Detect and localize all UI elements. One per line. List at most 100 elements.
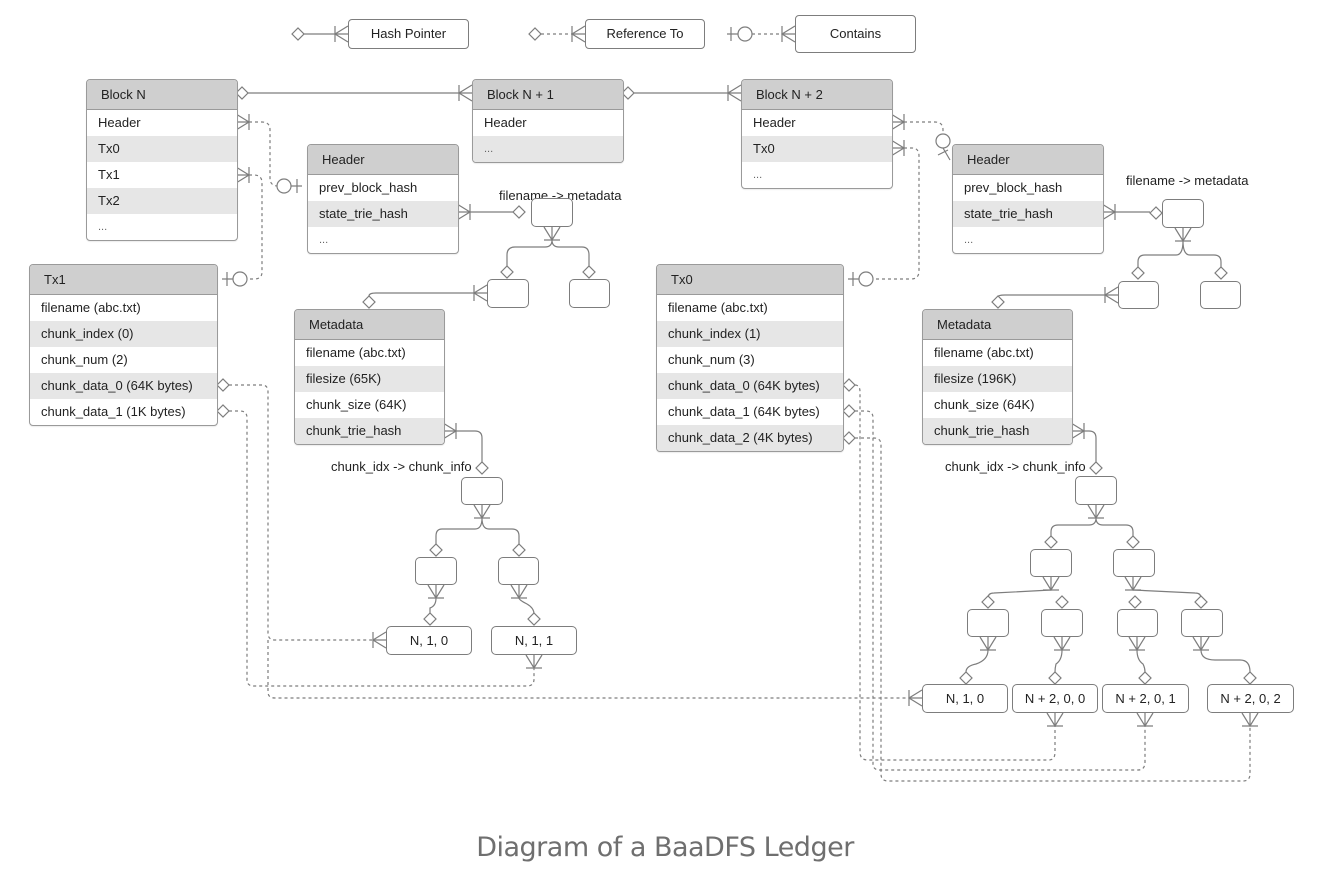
tx0-row-filename: filename (abc.txt) [668, 300, 768, 315]
bar-end-icon [937, 147, 951, 161]
crows-foot-icon [427, 584, 445, 600]
chunk-trie-node-left-b [498, 557, 539, 585]
state-trie-label-right: filename -> metadata [1126, 173, 1249, 188]
tx1-row-chunk-num: chunk_num (2) [41, 352, 128, 367]
tx0-row-chunk-data-1: chunk_data_1 (64K bytes) [668, 404, 820, 419]
chunk-leaf-left-1: N, 1, 1 [491, 626, 577, 655]
solid-connector [368, 292, 474, 297]
chunk-trie-node-right-f [1181, 609, 1223, 637]
circle-end-icon [232, 271, 248, 287]
chunk-trie-node-right-a [1030, 549, 1072, 577]
legend-hash-pointer: Hash Pointer [348, 19, 469, 49]
header-right-title: Header [953, 145, 1103, 175]
solid-connector [987, 589, 1052, 599]
metadata-right-row-chunk-size: chunk_size (64K) [934, 397, 1035, 412]
block-n2-row-header: Header [753, 115, 796, 130]
tx0-row-chunk-data-0: chunk_data_0 (64K bytes) [657, 373, 843, 399]
metadata-right-row-chunk-trie: chunk_trie_hash [923, 418, 1072, 444]
tx0-title: Tx0 [657, 265, 843, 295]
dashed-connector [229, 410, 535, 687]
legend-hash-crowfoot-icon [333, 25, 349, 43]
solid-connector [965, 649, 989, 673]
crows-foot-icon [1103, 286, 1119, 304]
state-trie-node-right-a [1118, 281, 1159, 309]
legend-contains: Contains [795, 15, 916, 53]
dashed-connector [904, 121, 944, 134]
crows-foot-icon [979, 636, 997, 652]
diamond-end-icon [1089, 461, 1103, 475]
dashed-connector [855, 437, 1251, 782]
diamond-end-icon [582, 265, 596, 279]
diamond-end-icon [991, 295, 1005, 309]
state-trie-node-right-root [1162, 199, 1204, 228]
metadata-left-entity: Metadata filename (abc.txt) filesize (65… [294, 309, 445, 445]
header-left-row-more: ... [319, 234, 329, 246]
chunk-trie-node-left-root [461, 477, 503, 505]
block-n1-entity: Block N + 1 Header ... [472, 79, 624, 163]
diamond-end-icon [842, 431, 856, 445]
metadata-left-row-filesize: filesize (65K) [295, 366, 444, 392]
diamond-end-icon [362, 295, 376, 309]
crows-foot-icon [907, 689, 923, 707]
block-n1-title: Block N + 1 [473, 80, 623, 110]
solid-connector [518, 597, 535, 615]
crows-foot-icon [1241, 712, 1259, 728]
crows-foot-icon [1042, 576, 1060, 592]
block-n-row-more: ... [98, 221, 108, 233]
metadata-right-row-filename: filename (abc.txt) [934, 345, 1034, 360]
diamond-end-icon [1149, 206, 1163, 220]
chunk-leaf-right-3: N + 2, 0, 2 [1207, 684, 1294, 713]
diamond-end-icon [1214, 266, 1228, 280]
crows-foot-icon [525, 654, 543, 670]
solid-connector [1136, 649, 1146, 673]
crows-foot-icon [1046, 712, 1064, 728]
block-n-title: Block N [87, 80, 237, 110]
crows-foot-icon [1124, 576, 1142, 592]
tx0-row-chunk-num: chunk_num (3) [668, 352, 755, 367]
dashed-connector [855, 410, 1146, 771]
diagram-caption: Diagram of a BaaDFS Ledger [476, 832, 854, 863]
bar-end-icon [222, 272, 233, 286]
solid-connector [1132, 589, 1202, 599]
block-n2-title: Block N + 2 [742, 80, 892, 110]
diamond-end-icon [1194, 595, 1208, 609]
tx1-entity: Tx1 filename (abc.txt) chunk_index (0) c… [29, 264, 218, 426]
diamond-end-icon [1243, 671, 1257, 685]
crows-foot-icon [543, 226, 561, 242]
crows-foot-icon [473, 504, 491, 520]
diamond-end-icon [512, 205, 526, 219]
legend-contains-circle-icon [737, 26, 753, 42]
solid-connector [456, 430, 483, 462]
legend-hash-diamond-icon [291, 27, 305, 41]
chunk-trie-node-right-root [1075, 476, 1117, 505]
chunk-trie-node-right-c [967, 609, 1009, 637]
dashed-connector [229, 384, 372, 641]
diamond-end-icon [216, 378, 230, 392]
circle-end-icon [858, 271, 874, 287]
solid-connector [429, 597, 437, 614]
crows-foot-icon [1087, 504, 1105, 520]
solid-connector [1200, 649, 1251, 673]
state-trie-label-left: filename -> metadata [499, 188, 622, 203]
crows-foot-icon [1128, 636, 1146, 652]
header-left-title: Header [308, 145, 458, 175]
solid-connector [1050, 517, 1134, 536]
diamond-end-icon [1138, 671, 1152, 685]
block-n2-row-tx0: Tx0 [742, 136, 892, 162]
diamond-end-icon [500, 265, 514, 279]
chunk-trie-node-left-a [415, 557, 457, 585]
crows-foot-icon [472, 284, 488, 302]
diamond-end-icon [1048, 671, 1062, 685]
tx1-row-filename: filename (abc.txt) [41, 300, 141, 315]
header-left-row-state: state_trie_hash [308, 201, 458, 227]
solid-connector [1137, 240, 1222, 268]
crows-foot-icon [1174, 227, 1192, 243]
diamond-end-icon [1128, 595, 1142, 609]
diamond-end-icon [216, 404, 230, 418]
state-trie-node-right-b [1200, 281, 1241, 309]
header-right-row-state: state_trie_hash [953, 201, 1103, 227]
diamond-end-icon [429, 543, 443, 557]
crows-foot-icon [1192, 636, 1210, 652]
chunk-leaf-right-0: N, 1, 0 [922, 684, 1008, 713]
